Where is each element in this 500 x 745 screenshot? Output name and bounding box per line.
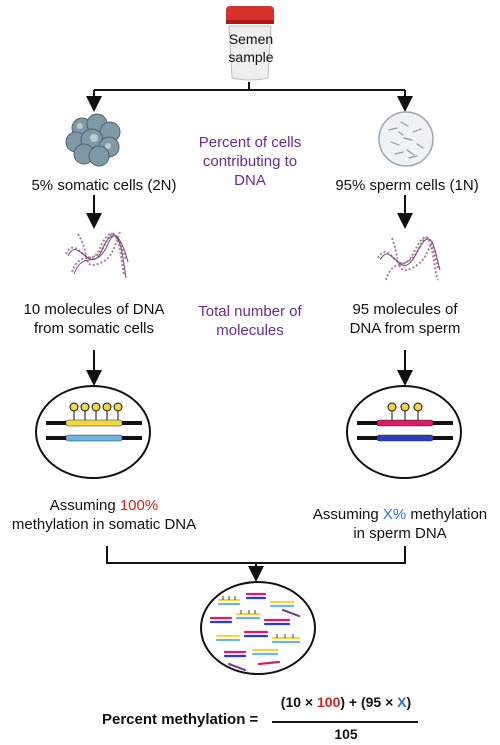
total-molecules-line2: molecules xyxy=(216,322,284,339)
percent-cells-line3: DNA xyxy=(234,172,266,189)
percent-cells-line1: Percent of cells xyxy=(198,134,302,151)
sample-label-line2: sample xyxy=(228,49,274,65)
methylated-dna-icon xyxy=(346,385,462,479)
total-molecules-label: Total number of molecules xyxy=(175,302,325,340)
sample-label: Semen sample xyxy=(222,30,280,66)
somatic-cells-icon xyxy=(65,113,121,167)
equation-denominator: 105 xyxy=(334,726,358,742)
numerator-part-a: (10 × xyxy=(280,694,317,710)
numerator-part-e: ) xyxy=(406,694,412,710)
sperm-dna-line2: DNA from sperm xyxy=(349,320,461,337)
equation-numerator: (10 × 100) + (95 × X) xyxy=(272,694,420,710)
equation-label: Percent methylation = xyxy=(102,711,259,728)
total-molecules-line1: Total number of xyxy=(198,303,302,320)
somatic-meth-prefix: Assuming xyxy=(49,497,120,514)
percent-cells-line2: contributing to xyxy=(202,153,298,170)
dna-tangle-icon xyxy=(65,231,129,279)
dna-tangle-icon xyxy=(377,236,441,281)
percent-cells-label: Percent of cells contributing to DNA xyxy=(175,133,325,190)
somatic-meth-line2: methylation in somatic DNA xyxy=(11,516,197,533)
sperm-meth-value: X% xyxy=(382,506,407,523)
numerator-value-x: X xyxy=(397,694,407,710)
sperm-dna-line1: 95 molecules of xyxy=(352,301,458,318)
somatic-dna-line2: from somatic cells xyxy=(33,320,155,337)
sample-label-line1: Semen xyxy=(228,31,274,47)
dna-mixture-icon xyxy=(200,581,316,675)
somatic-cells-label: 5% somatic cells (2N) xyxy=(31,177,177,194)
methylated-dna-icon xyxy=(35,385,151,479)
somatic-meth-value: 100% xyxy=(119,497,159,514)
sperm-meth-prefix: Assuming xyxy=(312,506,383,523)
sperm-methylation-label: Assuming X% methylation in sperm DNA xyxy=(300,505,500,543)
somatic-methylation-label: Assuming 100% methylation in somatic DNA xyxy=(4,496,204,534)
numerator-value-100: 100 xyxy=(317,694,341,710)
sperm-meth-line2: in sperm DNA xyxy=(353,525,447,542)
somatic-dna-line1: 10 molecules of DNA xyxy=(23,301,165,318)
sample-jar-icon xyxy=(226,6,274,81)
sperm-cells-label: 95% sperm cells (1N) xyxy=(335,177,479,194)
sperm-cells-icon xyxy=(378,111,434,167)
numerator-part-c: ) + (95 × xyxy=(340,694,398,710)
somatic-dna-label: 10 molecules of DNA from somatic cells xyxy=(4,300,184,338)
sperm-dna-label: 95 molecules of DNA from sperm xyxy=(315,300,495,338)
sperm-meth-suffix: methylation xyxy=(406,506,488,523)
